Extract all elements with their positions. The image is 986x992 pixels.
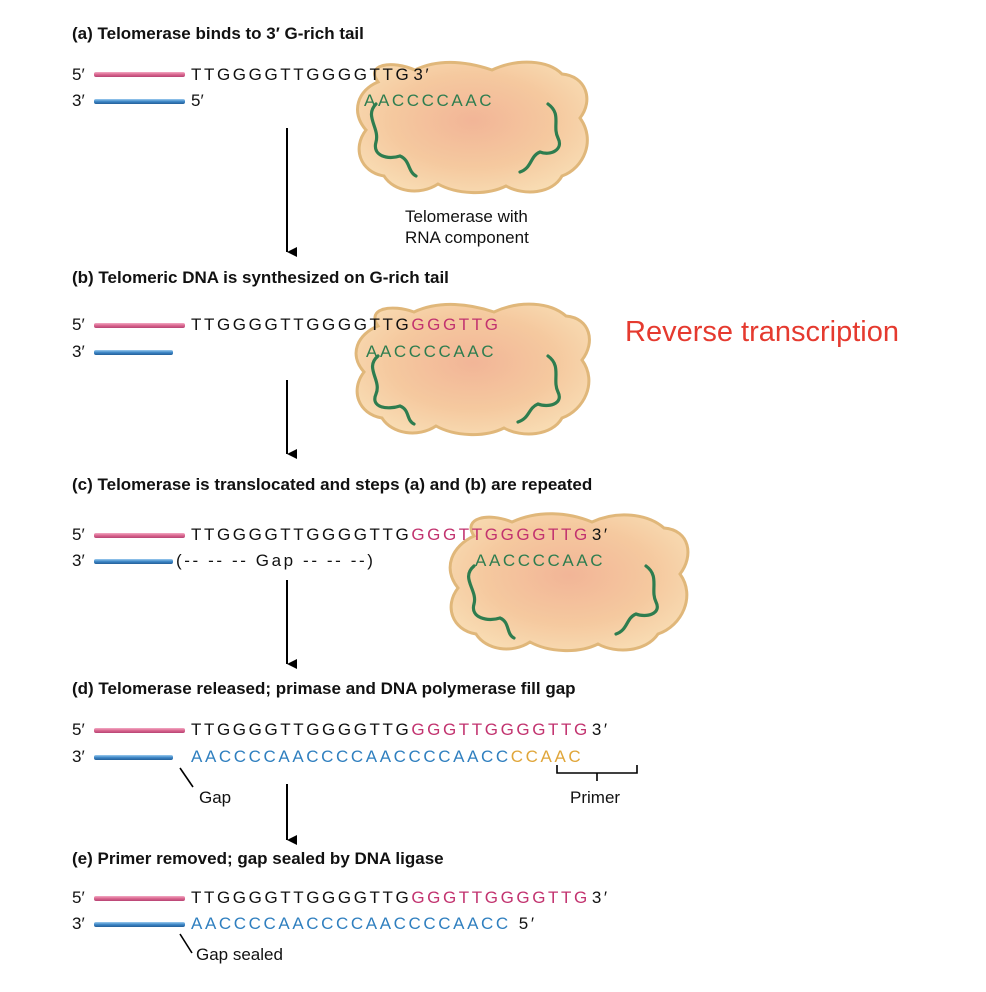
panel-a-top-strand bbox=[94, 72, 185, 77]
panel-c-top-strand bbox=[94, 533, 185, 538]
panel-d-top-5prime: 5′ bbox=[72, 720, 85, 739]
telomerase-label-line2: RNA component bbox=[405, 228, 529, 247]
panel-b-telomerase-enzyme bbox=[354, 302, 591, 437]
primer-bracket bbox=[556, 765, 638, 781]
panel-b-title: (b) Telomeric DNA is synthesized on G-ri… bbox=[72, 268, 449, 287]
panel-b-rna-left bbox=[371, 354, 416, 426]
panel-a-title: (a) Telomerase binds to 3′ G-rich tail bbox=[72, 24, 364, 43]
panel-b: (b) Telomeric DNA is synthesized on G-ri… bbox=[72, 268, 899, 459]
panel-e-top-strand bbox=[94, 896, 185, 901]
telomerase-label-line1: Telomerase with bbox=[405, 207, 528, 226]
panel-b-bottom-3prime: 3′ bbox=[72, 342, 85, 361]
panel-e-bottom-strand bbox=[94, 922, 185, 927]
panel-e-gap-pointer bbox=[179, 933, 193, 954]
panel-c-rna-template: AACCCCAAC bbox=[475, 551, 605, 570]
panel-c-title: (c) Telomerase is translocated and steps… bbox=[72, 475, 592, 494]
panel-a: (a) Telomerase binds to 3′ G-rich tail 5… bbox=[72, 24, 589, 257]
panel-c-bottom-strand bbox=[94, 559, 173, 564]
panel-d-top-strand bbox=[94, 728, 185, 733]
panel-a-rna-left bbox=[369, 102, 418, 178]
panel-b-rna-template: AACCCCAAC bbox=[366, 342, 496, 361]
panel-d-gap-pointer bbox=[179, 767, 194, 788]
panel-e-title: (e) Primer removed; gap sealed by DNA li… bbox=[72, 849, 444, 868]
panel-d-bottom-strand bbox=[94, 755, 173, 760]
panel-a-rna-right bbox=[518, 102, 561, 174]
panel-a-telomerase-enzyme bbox=[356, 60, 589, 195]
panel-d: (d) Telomerase released; primase and DNA… bbox=[72, 679, 638, 845]
panel-a-bottom-3prime: 3′ bbox=[72, 91, 85, 110]
panel-c-rna-right bbox=[614, 564, 659, 636]
panel-b-bottom-strand bbox=[94, 350, 173, 355]
panel-c-rna-left bbox=[467, 564, 516, 640]
panel-e-gap-sealed-label: Gap sealed bbox=[196, 945, 283, 964]
panel-b-top-strand bbox=[94, 323, 185, 328]
panel-d-primer-label: Primer bbox=[570, 788, 620, 807]
panel-e: (e) Primer removed; gap sealed by DNA li… bbox=[72, 849, 610, 964]
panel-b-rna-right bbox=[516, 354, 561, 424]
panel-d-gap-label: Gap bbox=[199, 788, 231, 807]
reverse-transcription-annotation: Reverse transcription bbox=[625, 316, 899, 348]
panel-c-telomerase-enzyme bbox=[448, 512, 690, 653]
panel-a-bottom-strand bbox=[94, 99, 185, 104]
panel-c-bottom-3prime: 3′ bbox=[72, 551, 85, 570]
panel-e-bottom-3prime: 3′ bbox=[72, 914, 85, 933]
panel-a-top-5prime: 5′ bbox=[72, 65, 85, 84]
panel-e-top-5prime: 5′ bbox=[72, 888, 85, 907]
panel-d-bottom-sequence: AACCCCAACCCCAACCCCAACCCCAAC bbox=[191, 747, 583, 766]
panel-b-top-5prime: 5′ bbox=[72, 315, 85, 334]
panel-a-bottom-5prime: 5′ bbox=[191, 91, 204, 110]
panel-c: (c) Telomerase is translocated and steps… bbox=[72, 475, 690, 669]
panel-b-top-sequence: TTGGGGTTGGGGTTGGGGTTG bbox=[191, 315, 501, 334]
panel-a-rna-template: AACCCCAAC bbox=[364, 91, 494, 110]
panel-c-gap-text: (-- -- -- Gap -- -- --) bbox=[176, 551, 376, 570]
panel-c-top-5prime: 5′ bbox=[72, 525, 85, 544]
panel-d-bottom-3prime: 3′ bbox=[72, 747, 85, 766]
panel-d-title: (d) Telomerase released; primase and DNA… bbox=[72, 679, 576, 698]
